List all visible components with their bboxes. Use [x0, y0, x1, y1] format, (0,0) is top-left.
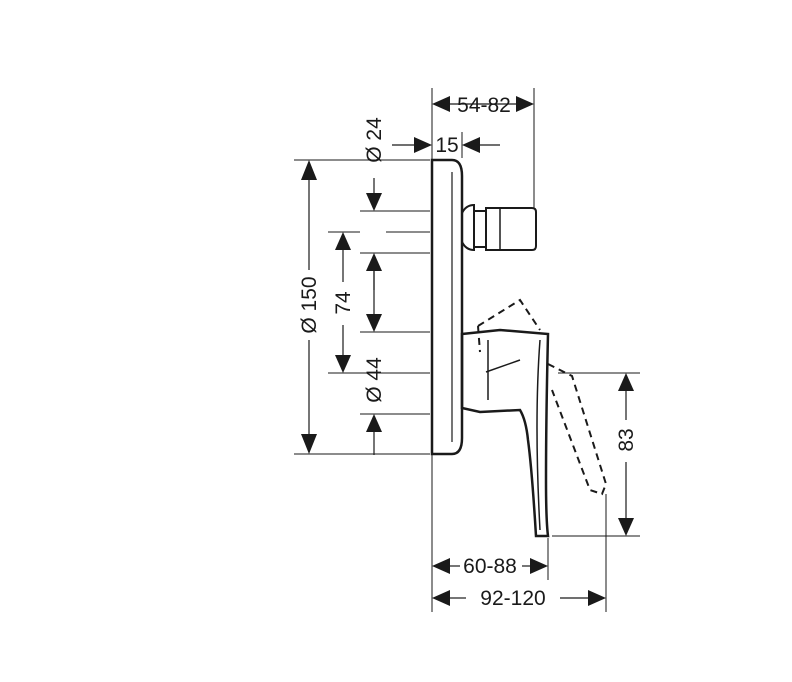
projection-label: 54-82 — [457, 94, 511, 117]
dimension-handle-projection: 60-88 — [432, 555, 548, 578]
center-distance-label: 74 — [332, 291, 355, 315]
dimension-plate-diameter: Ø 150 — [298, 160, 321, 454]
swing-projection-label: 92-120 — [480, 587, 545, 610]
extension-lines — [294, 88, 640, 612]
dimension-center-distance: 74 — [332, 232, 355, 373]
handle-swing-outline — [477, 298, 608, 496]
spout-diameter-label: Ø 24 — [363, 117, 386, 163]
dimension-handle-diameter: Ø 44 — [363, 271, 386, 455]
plate-diameter-label: Ø 150 — [298, 276, 321, 333]
diverter-knob — [461, 203, 537, 252]
handle-diameter-label: Ø 44 — [363, 357, 386, 403]
dimension-plate-offset: 15 — [392, 134, 500, 157]
dimension-swing-projection: 92-120 — [432, 587, 606, 610]
handle-height-label: 83 — [615, 428, 638, 451]
wall-plate — [430, 158, 464, 456]
dimension-handle-height: 83 — [615, 373, 638, 536]
handle-projection-label: 60-88 — [463, 555, 517, 578]
dimension-spout-diameter: Ø 24 — [363, 117, 386, 290]
dimension-projection: 54-82 — [432, 94, 534, 117]
mixer-handle — [460, 328, 550, 538]
plate-offset-label: 15 — [435, 134, 458, 157]
